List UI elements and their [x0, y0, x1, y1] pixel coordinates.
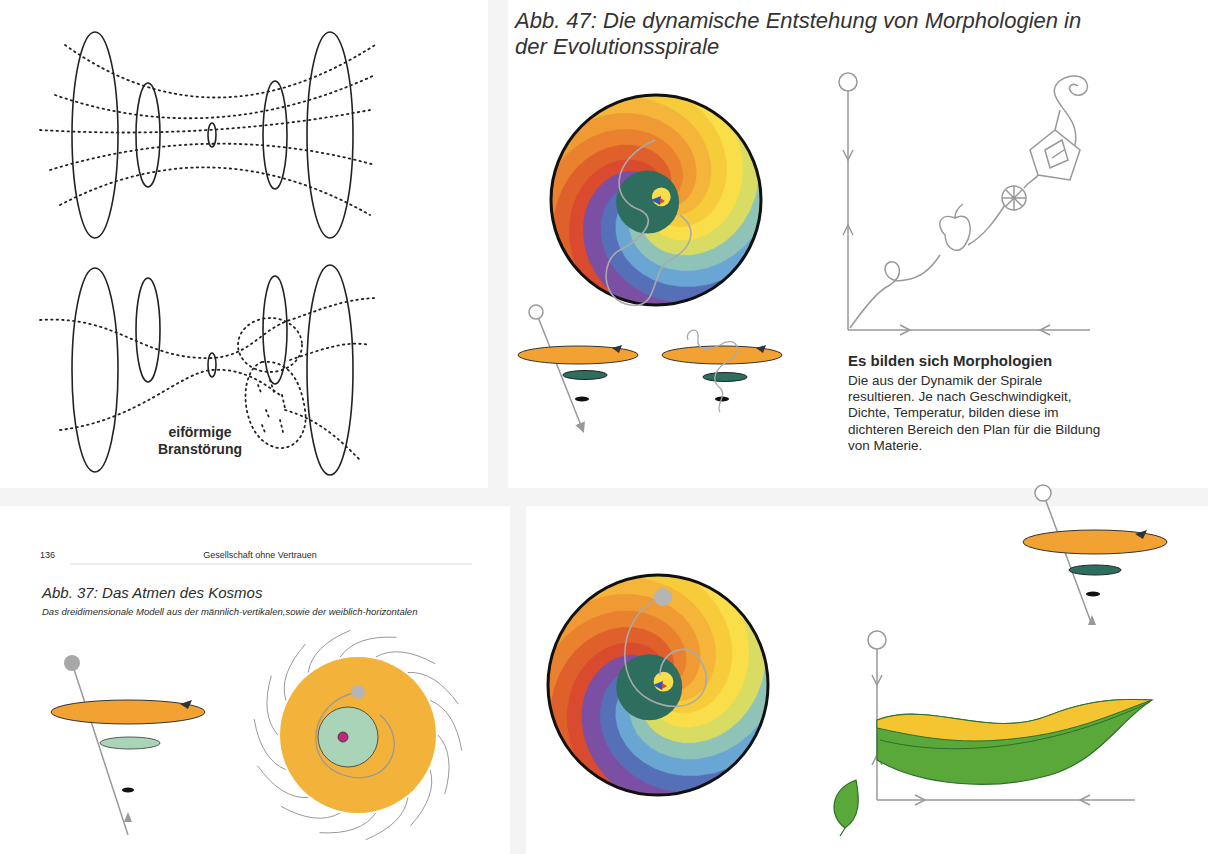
figure-title: Abb. 37: Das Atmen des Kosmos: [42, 584, 482, 602]
figure-subtitle: Das dreidimensionale Modell aus der männ…: [42, 606, 492, 617]
region-label: eiförmige Branstörung: [140, 424, 260, 458]
body-text: Die aus der Dynamik der Spirale resultie…: [848, 373, 1108, 454]
page-number: 136: [40, 550, 55, 561]
figure-title: Abb. 47: Die dynamische Entstehung von M…: [515, 8, 1105, 61]
section-heading: Es bilden sich Morphologien: [848, 352, 1148, 370]
running-header: Gesellschaft ohne Vertrauen: [150, 550, 370, 561]
